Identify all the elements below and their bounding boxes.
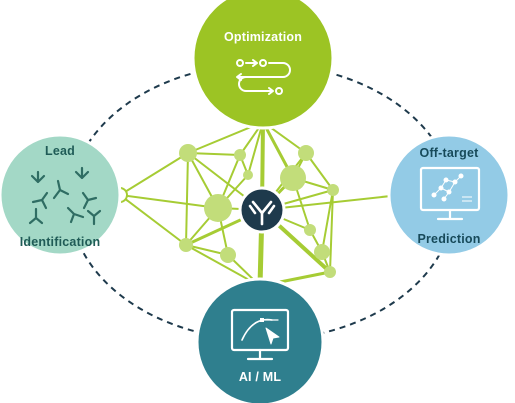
aiml-label: AI / ML [238, 370, 282, 384]
antibody-icon [248, 200, 276, 226]
optimization-label: Optimization [223, 30, 303, 44]
network-monitor-icon [419, 166, 481, 221]
antibodies-icon [28, 166, 102, 226]
process-flow-icon [236, 59, 291, 95]
offtarget-node [387, 133, 511, 257]
lead-label-top: Lead [45, 144, 75, 158]
vector-monitor-icon [230, 308, 290, 361]
offtarget-label-top: Off-target [419, 146, 479, 160]
lead-label-bottom: Identification [19, 235, 101, 249]
offtarget-label-bottom: Prediction [417, 232, 481, 246]
lead-node [0, 133, 122, 257]
center-hub [238, 186, 286, 234]
aiml-node [195, 277, 325, 403]
optimization-node [191, 0, 335, 130]
